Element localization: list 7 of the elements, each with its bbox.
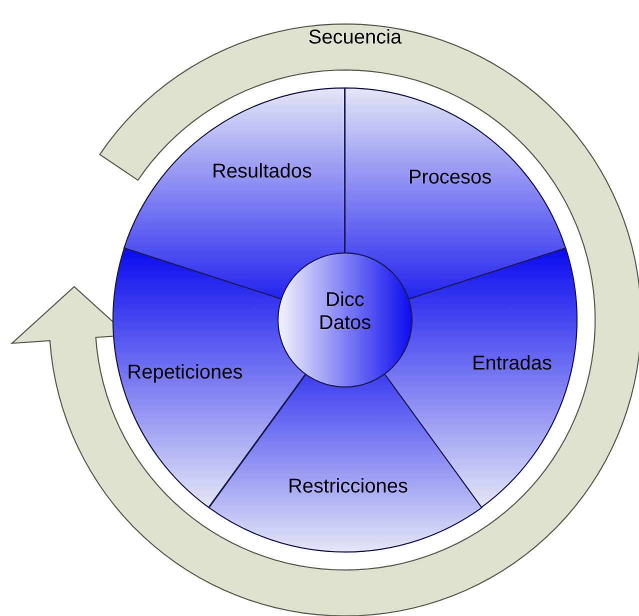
cycle-label: Secuencia [308, 26, 402, 50]
segment-label: Repeticiones [127, 361, 243, 384]
center-label: Dicc Datos [318, 289, 372, 335]
segment-label: Entradas [472, 352, 552, 376]
segment-label: Resultados [212, 160, 312, 184]
segment-label: Restricciones [288, 476, 408, 498]
segment-label: Procesos [408, 166, 492, 190]
